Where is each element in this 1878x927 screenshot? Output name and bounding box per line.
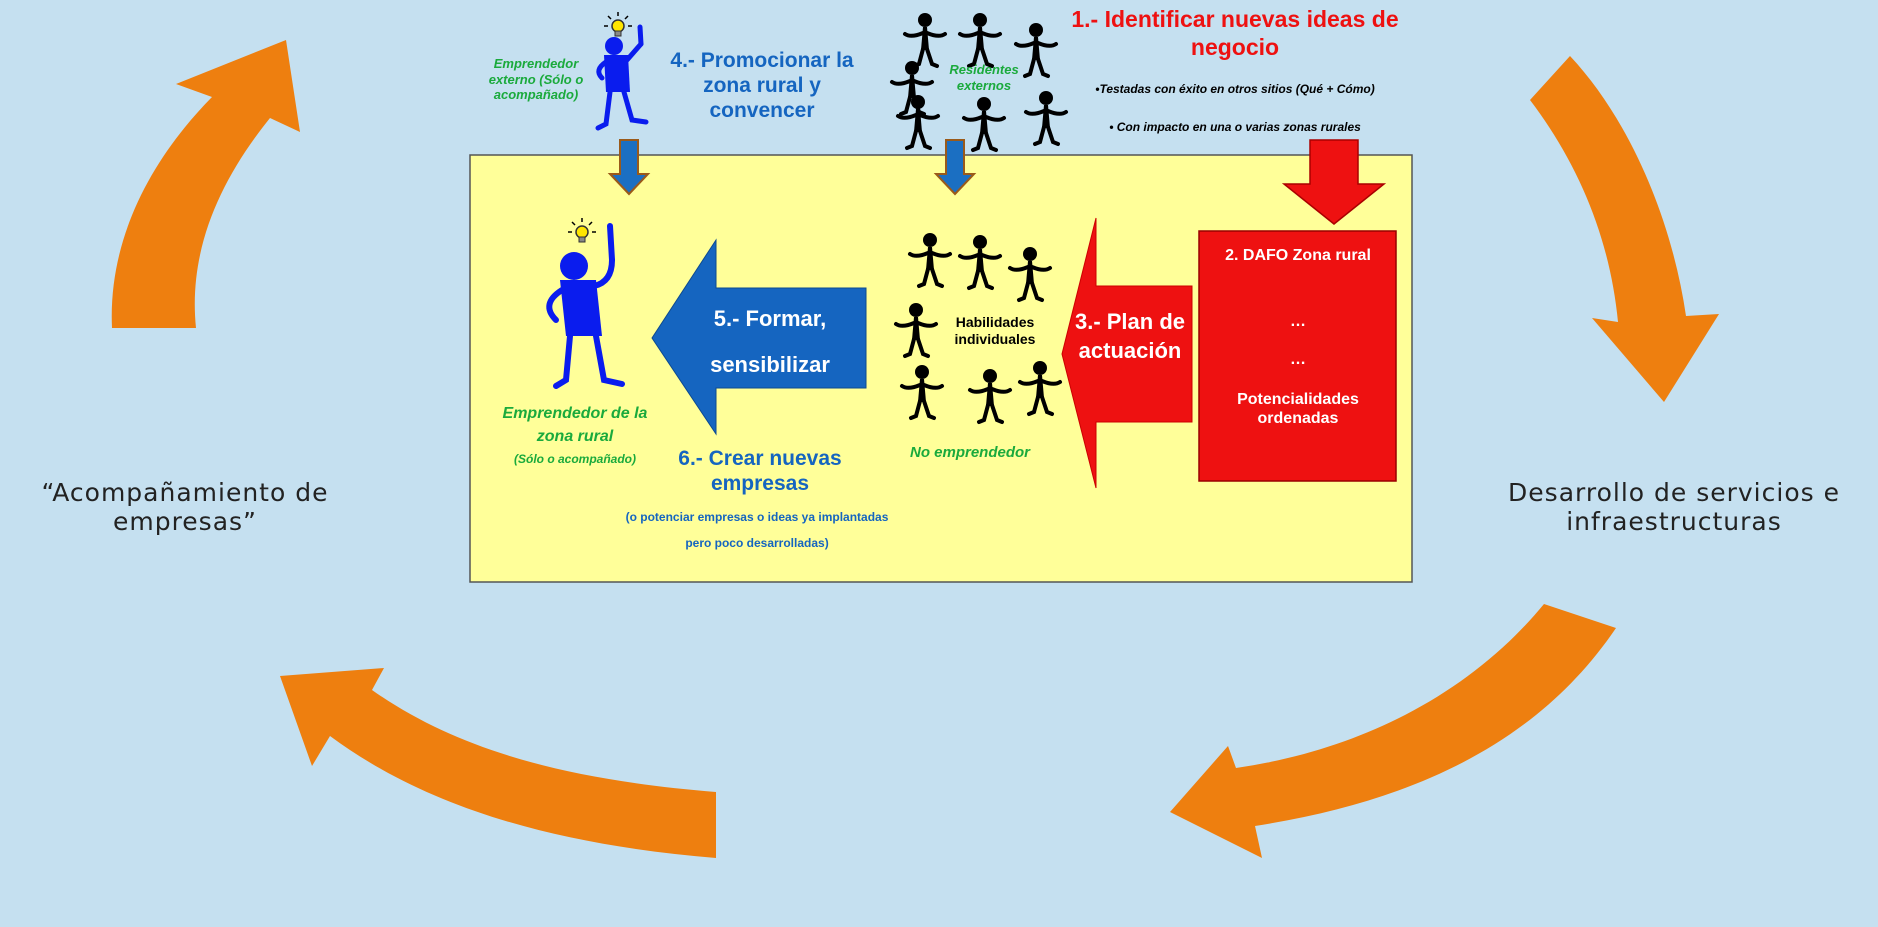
- cycle-arrow-top-left: [111, 40, 300, 328]
- step2-line3: …: [1290, 351, 1306, 368]
- step4-label: 4.- Promocionar la zona rural y convence…: [670, 49, 854, 123]
- external-residents-label: Residentes externos: [949, 62, 1019, 93]
- step1-title: 1.- Identificar nuevas ideas de negocio: [1071, 6, 1399, 60]
- plan-arrow: [1061, 217, 1193, 489]
- side-label-left: “Acompañamiento de empresas”: [41, 478, 329, 536]
- dafo-box: [1198, 230, 1397, 482]
- non-entrepreneur-label: No emprendedor: [909, 444, 1030, 461]
- external-entrepreneur-label: Emprendedor externo (Sólo o acompañado): [488, 56, 584, 103]
- step2-line4: Potencialidades ordenadas: [1237, 391, 1359, 428]
- down-arrow-red: [1281, 139, 1387, 225]
- cycle-arrow-top-right: [1530, 56, 1719, 402]
- step6-title: 6.- Crear nuevas empresas: [678, 447, 842, 496]
- cycle-arrow-bottom-left: [280, 668, 716, 858]
- step5-line1: 5.- Formar,: [713, 306, 827, 331]
- down-arrow-entrepreneur: [607, 139, 651, 196]
- external-entrepreneur-figure: [595, 11, 649, 131]
- step5-line2: sensibilizar: [710, 352, 830, 377]
- rural-entrepreneur-title: Emprendedor de la zona rural: [502, 405, 648, 446]
- step3-label: 3.- Plan de actuación: [1074, 309, 1186, 363]
- side-label-right: Desarrollo de servicios e infraestructur…: [1508, 478, 1840, 536]
- train-arrow: [651, 238, 867, 436]
- cycle-arrow-bottom-right: [1170, 604, 1616, 858]
- step6-subtitle: (o potenciar empresas o ideas ya implant…: [625, 510, 889, 551]
- step1-bullet2: • Con impacto en una o varias zonas rura…: [1109, 120, 1361, 134]
- step1-bullet1: •Testadas con éxito en otros sitios (Qué…: [1095, 82, 1375, 96]
- rural-entrepreneur-subtitle: (Sólo o acompañado): [513, 452, 636, 466]
- step2-line2: …: [1290, 313, 1306, 330]
- down-arrow-residents: [933, 139, 977, 196]
- skills-label: Habilidades individuales: [954, 314, 1036, 347]
- rural-entrepreneur-figure: [546, 217, 625, 389]
- step2-line1: 2. DAFO Zona rural: [1225, 247, 1371, 264]
